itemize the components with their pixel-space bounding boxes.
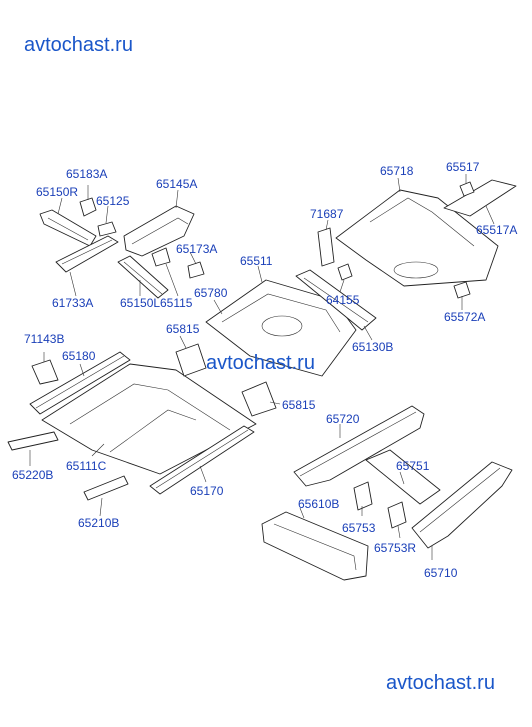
label-65183a: 65183A xyxy=(66,167,108,181)
part-61733a xyxy=(55,235,119,297)
label-65610b: 65610B xyxy=(298,497,340,511)
label-65111c: 65111C xyxy=(66,459,107,473)
part-65517 xyxy=(443,174,517,225)
label-65815-a: 65815 xyxy=(166,322,200,336)
part-65111c xyxy=(41,363,257,475)
part-65753 xyxy=(353,481,373,516)
part-65610b xyxy=(261,507,369,581)
part-65115 xyxy=(151,247,179,297)
part-65130b xyxy=(295,263,377,341)
watermark-middle: avtochast.ru xyxy=(206,352,315,374)
part-65170 xyxy=(149,425,255,495)
part-65125 xyxy=(97,205,117,237)
label-65572a: 65572A xyxy=(444,310,486,324)
part-65145a xyxy=(123,189,195,257)
part-65710 xyxy=(411,461,513,560)
label-71687: 71687 xyxy=(310,207,344,221)
label-65710: 65710 xyxy=(424,566,458,580)
part-65720 xyxy=(293,405,425,487)
part-65150l xyxy=(117,255,169,299)
part-65815-b xyxy=(241,381,281,417)
part-71687 xyxy=(317,219,335,267)
label-65718: 65718 xyxy=(380,164,414,178)
part-65180 xyxy=(29,351,131,415)
watermark-top: avtochast.ru xyxy=(24,34,133,56)
label-65145a: 65145A xyxy=(156,177,198,191)
part-65572a xyxy=(453,281,471,310)
part-65511 xyxy=(205,265,357,377)
part-71143b xyxy=(31,352,59,385)
label-65780: 65780 xyxy=(194,286,228,300)
label-65150r: 65150R xyxy=(36,185,79,199)
label-65220b: 65220B xyxy=(12,468,54,482)
label-65753r: 65753R xyxy=(374,541,417,555)
label-65115: 65115 xyxy=(160,296,193,310)
label-64155: 64155 xyxy=(326,293,360,307)
watermark-bottom: avtochast.ru xyxy=(386,672,495,694)
label-61733a: 61733A xyxy=(52,296,94,310)
part-65150r xyxy=(39,197,97,247)
label-65125: 65125 xyxy=(96,194,130,208)
part-65718 xyxy=(335,177,499,287)
label-65170: 65170 xyxy=(190,484,224,498)
part-65751 xyxy=(365,449,441,505)
label-65751: 65751 xyxy=(396,459,430,473)
label-65517: 65517 xyxy=(446,160,480,174)
label-65517a: 65517A xyxy=(476,223,518,237)
label-65511: 65511 xyxy=(240,254,273,268)
part-65183a xyxy=(79,185,97,217)
part-65815-a xyxy=(175,335,207,377)
part-65173a xyxy=(187,251,205,279)
part-65753r xyxy=(387,501,407,539)
label-65210b: 65210B xyxy=(78,516,120,530)
part-65220b xyxy=(7,431,59,466)
label-65753: 65753 xyxy=(342,521,376,535)
label-65150l: 65150L xyxy=(120,296,161,310)
label-65720: 65720 xyxy=(326,412,360,426)
label-71143b: 71143B xyxy=(24,332,65,346)
part-65210b xyxy=(83,475,129,517)
label-65180: 65180 xyxy=(62,349,96,363)
label-65815-b: 65815 xyxy=(282,398,316,412)
label-65130b: 65130B xyxy=(352,340,394,354)
label-65173a: 65173A xyxy=(176,242,218,256)
